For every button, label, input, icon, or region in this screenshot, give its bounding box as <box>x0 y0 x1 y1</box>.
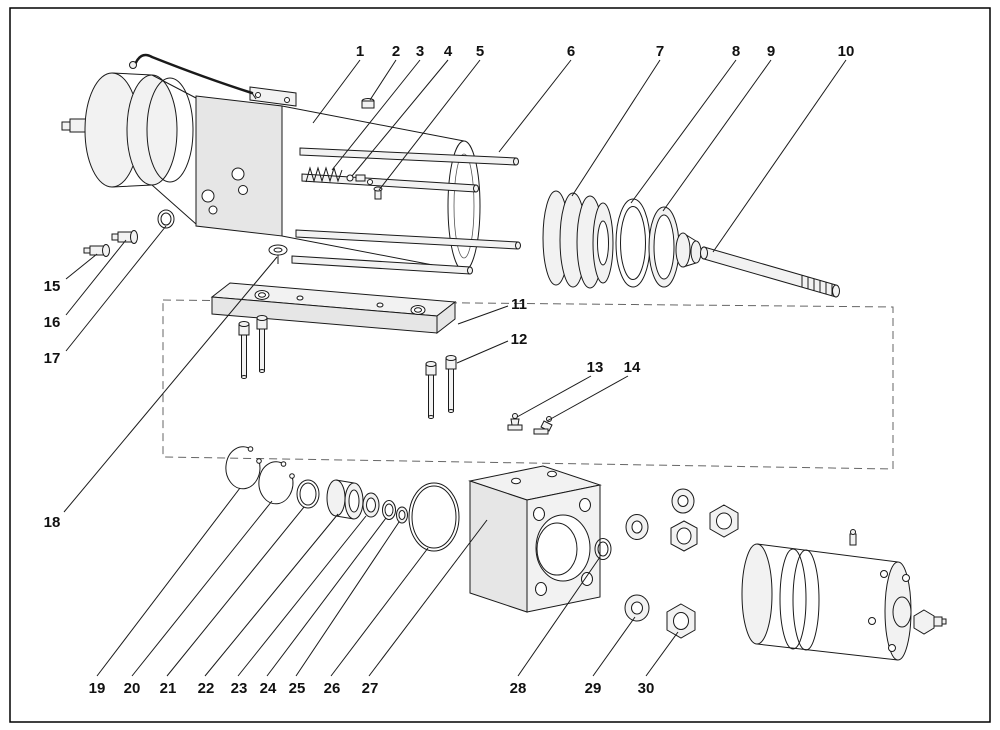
mounting-plate <box>210 282 457 335</box>
rod-seal <box>362 492 380 518</box>
callout-21: 21 <box>160 680 177 697</box>
retaining-ring-1 <box>225 446 262 490</box>
callout-13: 13 <box>587 359 604 376</box>
callout-6: 6 <box>567 43 575 60</box>
callout-28: 28 <box>510 680 527 697</box>
callout-1: 1 <box>356 43 364 60</box>
retaining-ring-2 <box>258 461 295 505</box>
spring <box>305 166 343 183</box>
leader-lines <box>63 59 847 677</box>
callout-24: 24 <box>260 680 277 697</box>
piston-rod <box>700 246 840 298</box>
small-o-ring <box>157 209 175 229</box>
callout-9: 9 <box>767 43 775 60</box>
callout-7: 7 <box>656 43 664 60</box>
callout-16: 16 <box>44 314 61 331</box>
hose-fitting <box>111 230 138 244</box>
callout-12: 12 <box>511 331 528 348</box>
bleed-screw <box>83 244 110 257</box>
callout-17: 17 <box>44 350 61 367</box>
small-ring <box>296 479 320 509</box>
callout-30: 30 <box>638 680 655 697</box>
callout-18: 18 <box>44 514 61 531</box>
callout-23: 23 <box>231 680 248 697</box>
nut-30 <box>666 603 696 639</box>
flange-block <box>468 465 602 613</box>
phantom-plane <box>162 299 894 470</box>
callout-5: 5 <box>476 43 484 60</box>
callout-20: 20 <box>124 680 141 697</box>
callout-25: 25 <box>289 680 306 697</box>
callout-2: 2 <box>392 43 400 60</box>
callout-14: 14 <box>624 359 641 376</box>
piston-seal-ring <box>615 198 651 288</box>
grease-fittings <box>507 413 553 435</box>
drive-unit <box>61 72 375 237</box>
cup-seal <box>648 206 708 288</box>
callout-15: 15 <box>44 278 61 295</box>
callout-3: 3 <box>416 43 424 60</box>
bushing <box>326 479 364 520</box>
wiper-ring <box>396 506 408 524</box>
callout-27: 27 <box>362 680 379 697</box>
internal-small-parts <box>346 174 383 200</box>
end-actuator <box>741 529 947 661</box>
callout-4: 4 <box>444 43 453 60</box>
callout-26: 26 <box>324 680 341 697</box>
callout-10: 10 <box>838 43 855 60</box>
tie-rods <box>291 147 521 275</box>
seal-washer-under-head <box>268 244 288 264</box>
o-ring-large <box>408 482 460 552</box>
callout-8: 8 <box>732 43 740 60</box>
callout-29: 29 <box>585 680 602 697</box>
handle-lever <box>129 53 257 100</box>
washer-29 <box>624 594 650 622</box>
callout-19: 19 <box>89 680 106 697</box>
callout-11: 11 <box>511 296 527 313</box>
piston <box>542 190 614 289</box>
cap-screws <box>238 315 457 419</box>
snap-ring-28 <box>594 538 612 560</box>
callout-22: 22 <box>198 680 215 697</box>
figure-border <box>9 7 991 723</box>
washers-and-nuts <box>625 488 739 552</box>
callout-labels: 1 2 3 4 5 6 7 8 9 10 11 12 13 14 15 16 1… <box>44 43 855 697</box>
backup-ring <box>382 500 396 520</box>
